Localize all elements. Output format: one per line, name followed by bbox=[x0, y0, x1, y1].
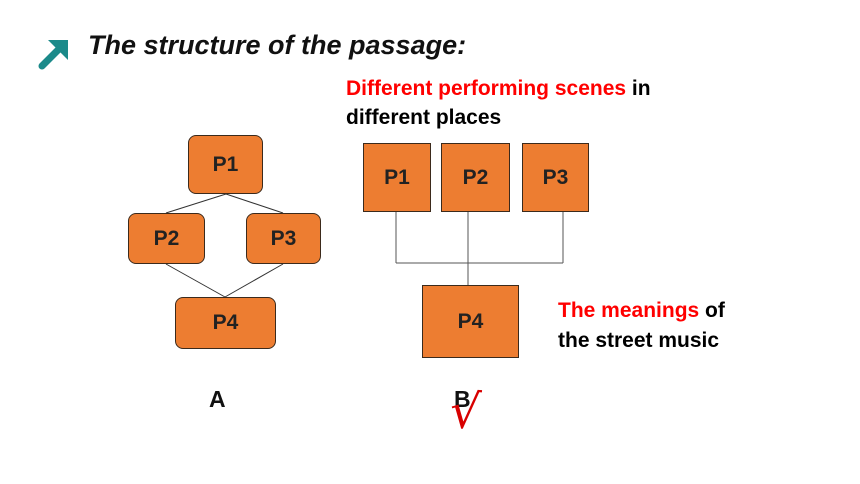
option-label-b: B bbox=[454, 386, 471, 412]
diagram-b-side-caption: The meanings of the street music bbox=[558, 296, 798, 356]
caption-highlight: The meanings bbox=[558, 299, 700, 322]
caption-highlight: Different performing scenes bbox=[346, 77, 627, 100]
caption-rest: of bbox=[699, 299, 725, 322]
caption-rest: in bbox=[626, 77, 651, 100]
diagram-a-box-p3: P3 bbox=[246, 213, 321, 264]
diagram-b-box-p1: P1 bbox=[363, 143, 431, 212]
diagram-b-box-p2: P2 bbox=[441, 143, 510, 212]
arrow-up-right-icon bbox=[38, 40, 68, 70]
diagram-b-top-caption: Different performing scenes in different… bbox=[346, 74, 746, 132]
check-mark-icon: √ bbox=[448, 383, 483, 441]
diagram-a-box-p1: P1 bbox=[188, 135, 263, 194]
slide-title: The structure of the passage: bbox=[88, 30, 467, 60]
diagram-a-box-p4: P4 bbox=[175, 297, 276, 349]
diagram-b-box-p4: P4 bbox=[422, 285, 519, 358]
caption-line2: different places bbox=[346, 106, 502, 129]
diagram-a-box-p2: P2 bbox=[128, 213, 205, 264]
diagram-b-box-p3: P3 bbox=[522, 143, 589, 212]
caption-line2: the street music bbox=[558, 329, 720, 352]
option-label-a: A bbox=[209, 386, 226, 412]
